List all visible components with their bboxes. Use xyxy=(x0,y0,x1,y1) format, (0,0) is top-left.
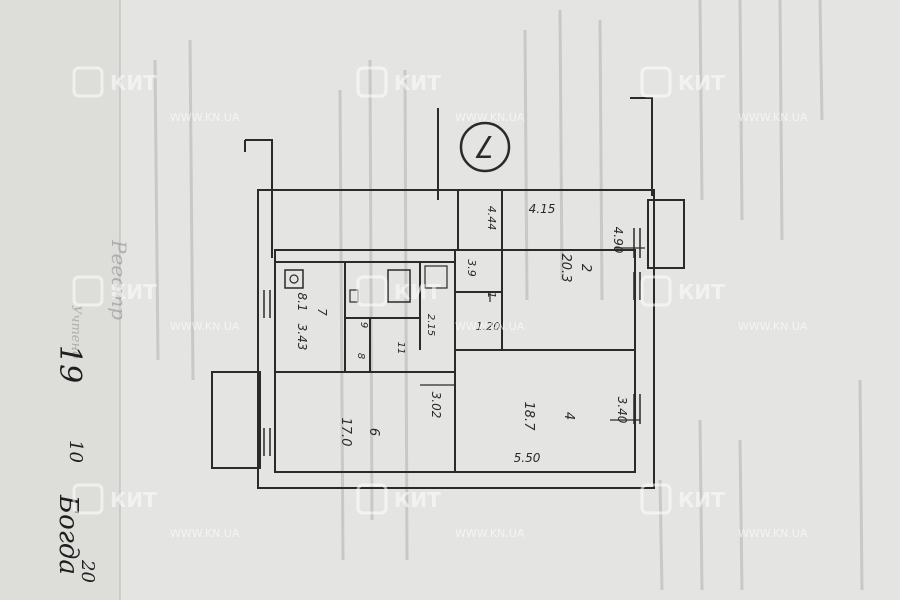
watermark-tile: КИТ WWW.KN.UA xyxy=(640,66,808,124)
paper-left-shade xyxy=(0,0,120,600)
watermark-grid: КИТ WWW.KN.UA КИТ WWW.KN.UA КИТ WWW.KN.U… xyxy=(72,66,808,540)
room-11-id: 11 xyxy=(395,342,406,355)
watermark-url: WWW.KN.UA xyxy=(738,527,808,540)
floor-plan xyxy=(211,97,685,489)
watermark-url: WWW.KN.UA xyxy=(170,111,240,124)
room-1-area: 3.9 xyxy=(465,259,478,277)
watermark-tile: КИТ WWW.KN.UA xyxy=(72,66,240,124)
kit-logo-icon xyxy=(356,66,388,98)
margin-note-registry: Реестр xyxy=(107,239,131,320)
margin-note-number: 19 xyxy=(52,345,87,383)
watermark-tile: КИТ WWW.KN.UA xyxy=(72,275,240,333)
kit-logo-icon xyxy=(640,66,672,98)
room-4-id: 4 xyxy=(561,412,576,420)
room-labels: 2 20.3 4.15 4.90 1 3.9 4.44 1.20 4 18.7 … xyxy=(295,202,629,465)
watermark-brand: КИТ xyxy=(110,280,157,304)
watermark-brand: КИТ xyxy=(678,280,725,304)
watermark-tile: КИТ WWW.KN.UA xyxy=(640,275,808,333)
watermark-tile: КИТ WWW.KN.UA xyxy=(72,483,240,540)
room-1-length: 1.20 xyxy=(476,320,501,333)
watermark-url: WWW.KN.UA xyxy=(455,320,525,333)
watermark-brand: КИТ xyxy=(110,71,157,95)
watermark-url: WWW.KN.UA xyxy=(738,320,808,333)
watermark-tile: КИТ WWW.KN.UA xyxy=(356,483,525,540)
watermark-brand: КИТ xyxy=(394,280,441,304)
watermark-url: WWW.KN.UA xyxy=(455,111,525,124)
kit-logo-icon xyxy=(356,275,388,307)
kit-logo-icon xyxy=(356,483,388,515)
room-7-dim: 3.43 xyxy=(295,324,309,351)
toilet-fixture xyxy=(424,265,448,289)
room-1-width: 4.44 xyxy=(485,206,498,231)
room-2-width: 4.15 xyxy=(529,202,556,216)
room-2-area: 20.3 xyxy=(558,254,573,283)
room-2-length: 4.90 xyxy=(611,227,625,254)
watermark-tile: КИТ WWW.KN.UA xyxy=(356,275,525,333)
watermark-url: WWW.KN.UA xyxy=(738,111,808,124)
apartment-number: 7 xyxy=(475,128,494,163)
room-7-id: 7 xyxy=(315,308,329,316)
bleed-through-lines xyxy=(153,0,864,591)
watermark-brand: КИТ xyxy=(394,71,441,95)
kit-logo-icon xyxy=(72,275,104,307)
balcony-right xyxy=(647,199,685,269)
room-4-length: 5.50 xyxy=(514,451,541,465)
stove-fixture xyxy=(284,269,304,289)
watermark-url: WWW.KN.UA xyxy=(455,527,525,540)
room-8-id: 8 xyxy=(355,353,366,359)
watermark-brand: КИТ xyxy=(110,488,157,512)
watermark-url: WWW.KN.UA xyxy=(170,527,240,540)
windows xyxy=(263,228,641,456)
room-2-id: 2 xyxy=(578,264,593,272)
watermark-brand: КИТ xyxy=(678,71,725,95)
outer-wall xyxy=(257,189,655,489)
room-4-width: 3.40 xyxy=(615,397,629,424)
watermark-brand: КИТ xyxy=(394,488,441,512)
margin-note-name: Богда xyxy=(53,494,83,575)
kit-logo-icon xyxy=(72,483,104,515)
room-7-area: 8.1 xyxy=(295,292,309,311)
room-6-area: 17.0 xyxy=(338,418,353,447)
stair-shaft-left xyxy=(245,139,273,258)
room-4-area: 18.7 xyxy=(521,402,536,432)
kit-logo-icon xyxy=(640,483,672,515)
margin-note-recorded: Учтено xyxy=(68,305,83,359)
bath-fixture xyxy=(387,269,411,303)
kit-logo-icon xyxy=(640,275,672,307)
margin-notes-left: Реестр Учтено 19 10 Богда 20 xyxy=(52,239,131,583)
room-1-id: 1 xyxy=(485,292,498,299)
watermark-brand: КИТ xyxy=(678,488,725,512)
watermark-tile: КИТ WWW.KN.UA xyxy=(640,483,808,540)
margin-note-year: 20 xyxy=(77,559,98,583)
apartment-number-circle xyxy=(459,121,511,173)
stair-shaft-right xyxy=(630,97,653,196)
room-11-dim: 2.15 xyxy=(425,314,436,336)
watermark-tile: КИТ WWW.KN.UA xyxy=(356,66,525,124)
watermark-url: WWW.KN.UA xyxy=(170,320,240,333)
kit-logo-icon xyxy=(72,66,104,98)
room-9-id: 9 xyxy=(358,322,369,328)
room-6-width: 3.02 xyxy=(429,392,443,419)
balcony-left xyxy=(211,371,261,469)
room-6-id: 6 xyxy=(366,428,381,436)
margin-note-number-2: 10 xyxy=(65,440,86,463)
